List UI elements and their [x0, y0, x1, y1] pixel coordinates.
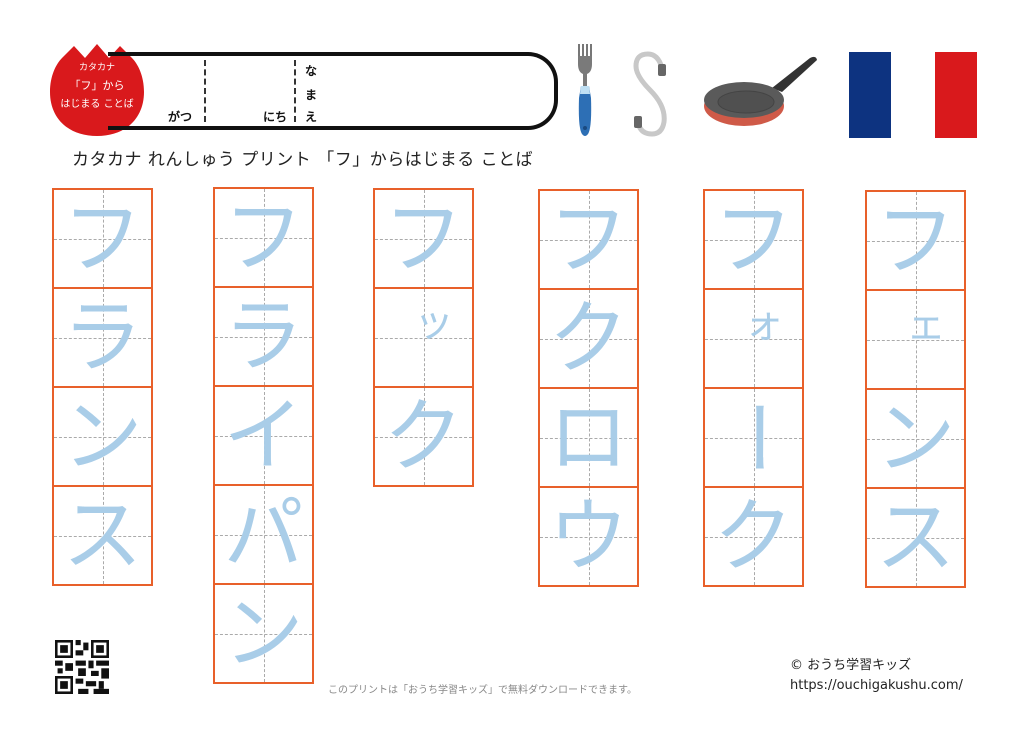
guide-char: フ [548, 192, 629, 286]
fork-icon [578, 44, 592, 136]
practice-cell[interactable]: ォ [703, 288, 804, 389]
practice-cell[interactable]: イ [213, 385, 314, 486]
badge-line-2: 「フ」から [69, 79, 125, 92]
guide-char: ク [713, 489, 794, 583]
guide-char: ウ [548, 489, 629, 583]
qr-code-icon[interactable] [55, 640, 109, 694]
practice-cell[interactable]: フ [52, 188, 153, 289]
practice-cell[interactable]: ク [538, 288, 639, 389]
month-divider [204, 60, 206, 122]
guide-char: フ [713, 192, 794, 286]
site-url-link[interactable]: https://ouchigakushu.com/ [790, 678, 963, 693]
france-flag-red-stripe [935, 52, 977, 138]
month-field[interactable] [112, 60, 200, 122]
practice-cell[interactable]: ン [865, 388, 966, 489]
name-label-e: え [305, 110, 318, 124]
guide-char: ク [383, 389, 464, 483]
france-flag-blue-stripe [849, 52, 891, 138]
name-label-na: な [305, 64, 318, 78]
guide-char: ラ [223, 289, 304, 383]
practice-cell[interactable]: ク [373, 386, 474, 487]
practice-cell[interactable]: ッ [373, 287, 474, 388]
guide-char: フ [62, 191, 143, 285]
badge-line-3: はじまる ことば [60, 99, 134, 110]
guide-char: ン [62, 389, 143, 483]
guide-char: フ [223, 190, 304, 284]
practice-column-fukurou: フ ク ロ ウ [538, 189, 639, 587]
name-label-ma: ま [305, 88, 318, 102]
practice-cell[interactable]: ラ [213, 286, 314, 387]
practice-cell[interactable]: ン [52, 386, 153, 487]
practice-column-fooku: フ ォ ー ク [703, 189, 804, 587]
practice-column-furansu: フ ラ ン ス [52, 188, 153, 586]
s-hook-icon [633, 51, 667, 137]
guide-char: ス [875, 490, 956, 584]
guide-char: ロ [548, 390, 629, 484]
day-label: にち [263, 110, 288, 124]
month-label: がつ [168, 110, 193, 124]
day-field[interactable] [208, 60, 290, 122]
practice-cell[interactable]: フ [373, 188, 474, 289]
guide-char-small: ォ [744, 301, 784, 347]
guide-char: ラ [62, 290, 143, 384]
practice-cell[interactable]: フ [538, 189, 639, 290]
guide-char: ス [62, 488, 143, 582]
practice-cell[interactable]: ウ [538, 486, 639, 587]
practice-column-fukku: フ ッ ク [373, 188, 474, 487]
practice-cell[interactable]: ス [52, 485, 153, 586]
practice-column-fensu: フ ェ ン ス [865, 190, 966, 588]
practice-cell[interactable]: ロ [538, 387, 639, 488]
guide-char-small: ッ [414, 300, 454, 346]
badge-line-1: カタカナ [78, 63, 115, 73]
name-field[interactable] [318, 60, 538, 122]
guide-char: ー [707, 397, 801, 478]
download-note: このプリントは「おうち学習キッズ」で無料ダウンロードできます。 [328, 685, 637, 696]
day-divider [294, 60, 296, 122]
guide-char: ン [875, 391, 956, 485]
page-title: カタカナ れんしゅう プリント 「フ」からはじまる ことば [72, 150, 534, 170]
guide-char: ン [223, 586, 304, 680]
practice-column-furaipan: フ ラ イ パ ン [213, 187, 314, 684]
practice-cell[interactable]: ー [703, 387, 804, 488]
frying-pan-icon [704, 56, 817, 126]
practice-cell[interactable]: ラ [52, 287, 153, 388]
practice-cell[interactable]: フ [865, 190, 966, 291]
practice-cell[interactable]: パ [213, 484, 314, 585]
guide-char: イ [223, 388, 304, 482]
practice-cell[interactable]: ン [213, 583, 314, 684]
name-date-bar: がつ にち な ま え [108, 52, 558, 130]
practice-cell[interactable]: ス [865, 487, 966, 588]
practice-cell[interactable]: フ [213, 187, 314, 288]
guide-char: パ [223, 487, 304, 581]
guide-char-small: ェ [906, 302, 946, 348]
copyright: © おうち学習キッズ [790, 658, 912, 673]
guide-char: フ [383, 191, 464, 285]
guide-char: フ [875, 193, 956, 287]
practice-cell[interactable]: ク [703, 486, 804, 587]
practice-cell[interactable]: フ [703, 189, 804, 290]
guide-char: ク [548, 291, 629, 385]
practice-cell[interactable]: ェ [865, 289, 966, 390]
